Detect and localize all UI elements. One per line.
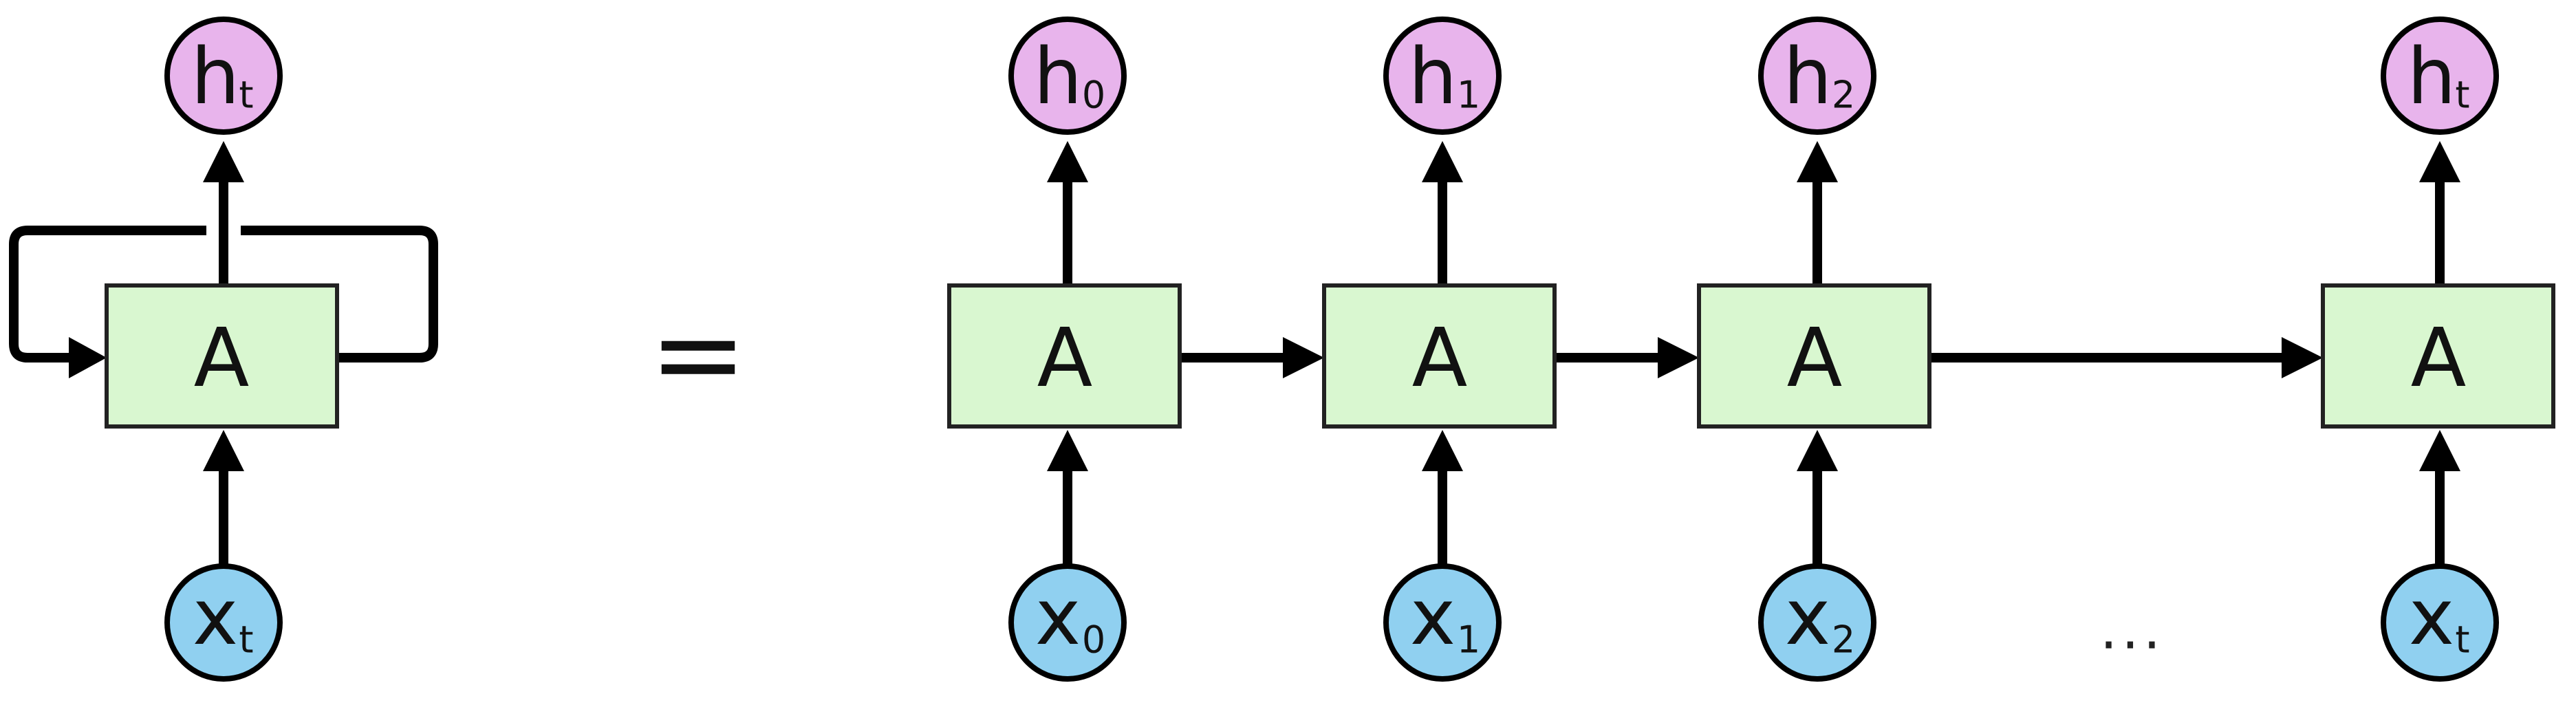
unrolled-cell-box-1 <box>1322 283 1557 429</box>
recurrent-loop-wire <box>9 226 438 363</box>
output-node-1: h 1 <box>1383 17 1502 135</box>
folded-input-label: x <box>193 573 238 662</box>
ellipsis: ... <box>2100 598 2165 662</box>
hidden-state-arrowhead-2-t <box>2282 337 2323 378</box>
output-label-t: h <box>2407 32 2456 122</box>
input-subscript-2: 2 <box>1832 618 1855 662</box>
input-label-2: x <box>1785 573 1830 662</box>
unrolled-output-arrowhead-0 <box>1047 141 1088 182</box>
unrolled-cell-label-t: A <box>2411 310 2467 405</box>
folded-output-node: h t <box>164 17 283 135</box>
unrolled-input-arrowhead-0 <box>1047 430 1088 471</box>
unrolled-output-arrowhead-t <box>2419 141 2460 182</box>
recurrent-loop-arrowhead <box>69 337 107 378</box>
output-label-1: h <box>1409 32 1458 122</box>
folded-output-subscript: t <box>239 74 253 117</box>
input-subscript-1: 1 <box>1457 618 1480 662</box>
unrolled-output-arrowhead-1 <box>1422 141 1463 182</box>
unrolled-cell-0: A h 0 x 0 <box>947 17 1182 682</box>
input-node-2: x 2 <box>1758 563 1876 682</box>
unrolled-cell-t: A h t x t <box>2321 17 2555 682</box>
output-node-2: h 2 <box>1758 17 1876 135</box>
folded-input-arrowhead <box>203 430 244 471</box>
hidden-state-arrowhead-1-2 <box>1658 337 1699 378</box>
folded-output-label: h <box>191 32 240 122</box>
folded-input-subscript: t <box>239 618 253 662</box>
equals-sign: = <box>649 286 747 422</box>
output-label-0: h <box>1034 32 1083 122</box>
unrolled-cell-box-2 <box>1697 283 1931 429</box>
unrolled-cell-1: A h 1 x 1 <box>1322 17 1557 682</box>
input-label-0: x <box>1035 573 1081 662</box>
unrolled-chain: A h 0 x 0 A h 1 <box>947 17 2555 682</box>
folded-output-arrowhead <box>203 141 244 182</box>
input-subscript-t: t <box>2455 618 2469 662</box>
hidden-state-arrowhead-0-1 <box>1283 337 1324 378</box>
folded-cell-box <box>105 283 339 429</box>
output-subscript-0: 0 <box>1082 74 1105 117</box>
folded-rnn: A h t x t <box>9 17 438 682</box>
input-subscript-0: 0 <box>1082 618 1105 662</box>
output-subscript-t: t <box>2455 74 2469 117</box>
folded-cell-label: A <box>194 310 250 405</box>
unrolled-cell-box-t <box>2321 283 2555 429</box>
input-label-1: x <box>1410 573 1455 662</box>
input-node-0: x 0 <box>1008 563 1127 682</box>
unrolled-cell-label-1: A <box>1412 310 1468 405</box>
unrolled-input-arrowhead-t <box>2419 430 2460 471</box>
input-node-1: x 1 <box>1383 563 1502 682</box>
unrolled-input-arrowhead-1 <box>1422 430 1463 471</box>
unrolled-cell-2: A h 2 x 2 <box>1697 17 1931 682</box>
unrolled-cell-label-0: A <box>1037 310 1093 405</box>
folded-input-node: x t <box>164 563 283 682</box>
output-node-t: h t <box>2381 17 2499 135</box>
input-node-t: x t <box>2381 563 2499 682</box>
unrolled-cell-box-0 <box>947 283 1182 429</box>
unrolled-output-arrowhead-2 <box>1797 141 1838 182</box>
output-subscript-1: 1 <box>1457 74 1480 117</box>
output-label-2: h <box>1784 32 1832 122</box>
input-label-t: x <box>2409 573 2454 662</box>
unrolled-cell-label-2: A <box>1787 310 1843 405</box>
output-subscript-2: 2 <box>1832 74 1855 117</box>
output-node-0: h 0 <box>1008 17 1127 135</box>
unrolled-input-arrowhead-2 <box>1797 430 1838 471</box>
